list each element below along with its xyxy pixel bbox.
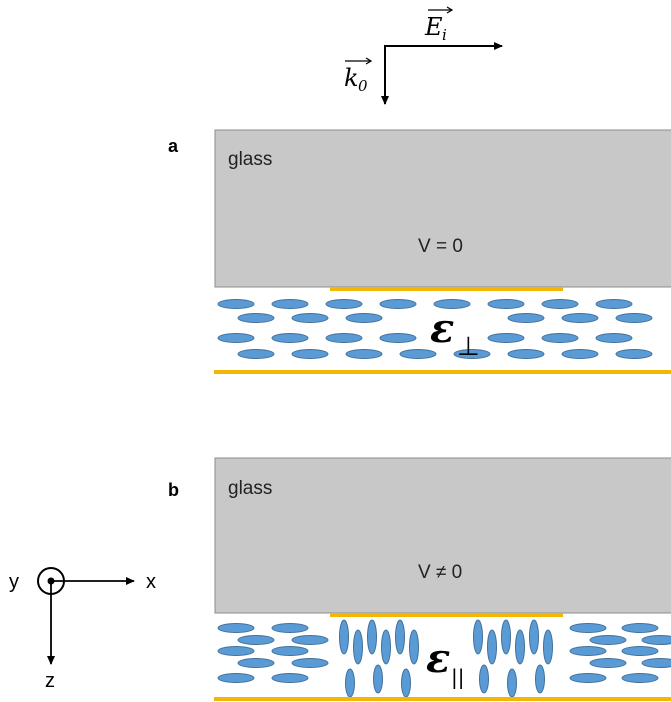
lc-molecule	[271, 333, 309, 343]
lc-molecule	[217, 333, 255, 343]
lc-molecule	[569, 623, 607, 633]
lc-molecule	[217, 623, 255, 633]
panel-b: b glass V ≠ 0 ε ||	[168, 457, 671, 701]
lc-molecule	[621, 623, 659, 633]
lc-molecule	[595, 299, 633, 309]
lc-molecule-vertical	[345, 668, 355, 698]
lc-molecule	[621, 646, 659, 656]
lc-molecule	[271, 299, 309, 309]
top-electrode-b	[330, 613, 563, 617]
lc-molecule	[487, 333, 525, 343]
lc-molecule	[237, 635, 275, 645]
lc-molecule	[271, 623, 309, 633]
top-electrode-a	[330, 287, 563, 291]
lc-molecule	[541, 333, 579, 343]
incident-wave-vectors: E i k 0	[344, 6, 503, 105]
lc-molecule-vertical	[353, 629, 363, 665]
lc-molecule	[345, 349, 383, 359]
lc-molecule	[271, 673, 309, 683]
lc-molecule	[589, 658, 627, 668]
lc-molecule	[325, 299, 363, 309]
coordinate-axes: y x z	[9, 567, 156, 692]
lc-molecule-vertical	[473, 619, 483, 655]
lc-molecule	[433, 299, 471, 309]
glass-substrate-a	[214, 129, 671, 288]
glass-label-b: glass	[228, 478, 272, 499]
lc-molecule-vertical	[501, 619, 511, 655]
z-axis-label: z	[45, 670, 55, 692]
lc-molecule	[379, 299, 417, 309]
lc-molecule-vertical	[529, 619, 539, 655]
lc-molecule	[271, 646, 309, 656]
lc-molecule	[325, 333, 363, 343]
lc-molecule-vertical	[507, 668, 517, 698]
panel-b-letter: b	[168, 480, 179, 500]
lc-molecule-vertical	[543, 629, 553, 665]
lc-molecule	[641, 635, 671, 645]
lc-molecule	[399, 349, 437, 359]
epsilon-perp-subscript: ⊥	[457, 332, 480, 362]
lc-molecules-b	[217, 619, 671, 698]
lc-molecule	[541, 299, 579, 309]
lc-molecule	[217, 299, 255, 309]
glass-substrate-b	[214, 457, 671, 614]
lc-molecule	[615, 313, 653, 323]
lc-molecule	[561, 313, 599, 323]
lc-molecule	[641, 658, 671, 668]
lc-molecule-vertical	[409, 629, 419, 665]
lc-molecule	[453, 349, 491, 359]
epsilon-perp-symbol: ε	[430, 305, 454, 352]
lc-molecule	[507, 349, 545, 359]
lc-molecule	[379, 333, 417, 343]
lc-molecule	[217, 673, 255, 683]
lc-molecule	[291, 635, 329, 645]
lc-molecule	[345, 313, 383, 323]
lc-molecule-vertical	[395, 619, 405, 655]
voltage-label-a: V = 0	[418, 236, 463, 257]
voltage-label-b: V ≠ 0	[418, 562, 462, 583]
k-vector-label: k	[344, 64, 359, 92]
lc-molecule	[615, 349, 653, 359]
lc-molecule	[569, 673, 607, 683]
x-axis-label: x	[146, 571, 156, 593]
lc-molecule-vertical	[535, 664, 545, 694]
epsilon-parallel-subscript: ||	[451, 665, 464, 689]
lc-molecule	[291, 313, 329, 323]
lc-molecule	[569, 646, 607, 656]
lc-molecule	[291, 658, 329, 668]
e-field-label: E	[424, 13, 443, 41]
bottom-electrode-b	[214, 697, 671, 701]
lc-molecule	[487, 299, 525, 309]
lc-molecule-vertical	[339, 619, 349, 655]
lc-molecule-vertical	[487, 629, 497, 665]
lc-molecule-vertical	[515, 629, 525, 665]
bottom-electrode-a	[214, 370, 671, 374]
lc-molecule	[589, 635, 627, 645]
lc-molecule	[237, 349, 275, 359]
epsilon-parallel-symbol: ε	[426, 635, 450, 682]
lc-molecule	[507, 313, 545, 323]
lc-molecule	[217, 646, 255, 656]
lc-molecule	[595, 333, 633, 343]
panel-a-letter: a	[168, 136, 179, 156]
lc-molecule-vertical	[373, 664, 383, 694]
e-field-subscript: i	[442, 26, 447, 44]
lc-molecule	[291, 349, 329, 359]
lc-molecule-vertical	[479, 664, 489, 694]
glass-label-a: glass	[228, 149, 272, 170]
y-axis-label: y	[9, 571, 19, 593]
lc-molecule	[561, 349, 599, 359]
lc-molecule-vertical	[381, 629, 391, 665]
lc-molecule	[621, 673, 659, 683]
lc-molecule-vertical	[401, 668, 411, 698]
lc-molecules-a	[217, 299, 653, 359]
k-vector-subscript: 0	[358, 77, 368, 95]
lc-molecule-vertical	[367, 619, 377, 655]
panel-a: a glass V = 0 ε ⊥	[168, 129, 671, 374]
lc-molecule	[237, 313, 275, 323]
lc-molecule	[237, 658, 275, 668]
